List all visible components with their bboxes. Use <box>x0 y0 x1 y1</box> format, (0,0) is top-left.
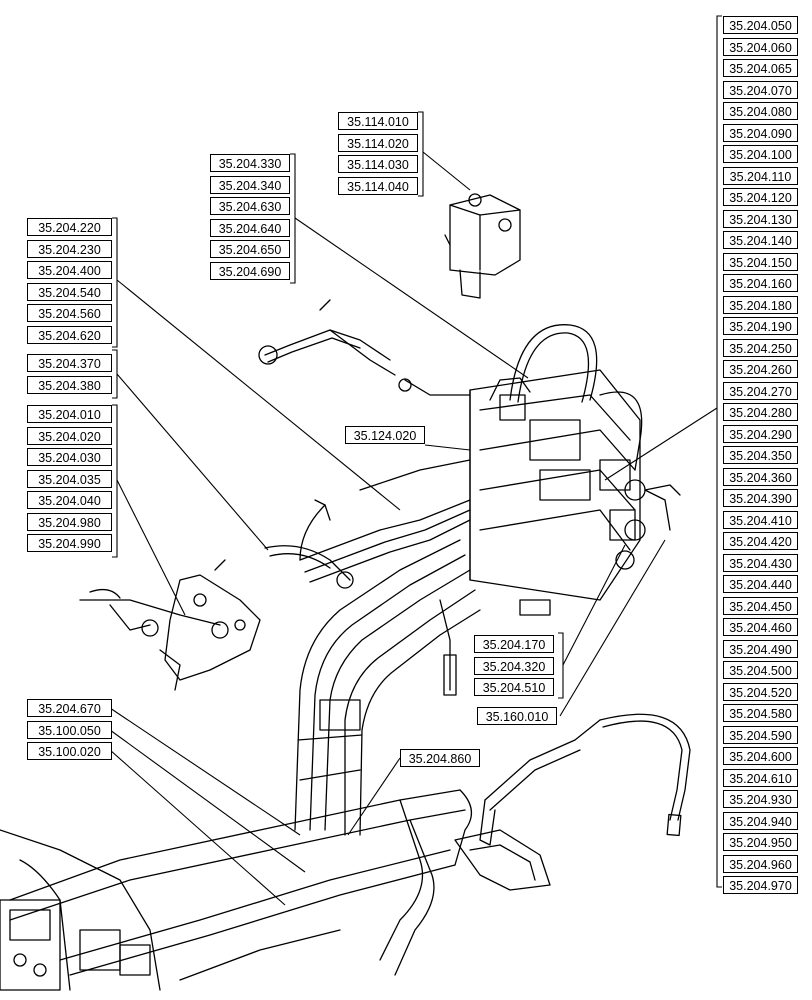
part-label-35-204-230[interactable]: 35.204.230 <box>27 239 112 258</box>
part-label-35-204-090[interactable]: 35.204.090 <box>723 123 798 142</box>
part-label-35-204-610[interactable]: 35.204.610 <box>723 768 798 787</box>
part-label-35-204-400[interactable]: 35.204.400 <box>27 261 112 279</box>
part-label-35-204-370[interactable]: 35.204.370 <box>27 354 112 372</box>
part-label-35-204-980[interactable]: 35.204.980 <box>27 512 112 531</box>
part-label-35-204-330[interactable]: 35.204.330 <box>210 154 290 172</box>
part-label-35-124-020[interactable]: 35.124.020 <box>345 426 425 444</box>
part-label-35-114-020[interactable]: 35.114.020 <box>338 133 418 152</box>
part-label-35-204-220[interactable]: 35.204.220 <box>27 218 112 236</box>
part-label-35-204-580[interactable]: 35.204.580 <box>723 704 798 722</box>
part-label-35-204-080[interactable]: 35.204.080 <box>723 102 798 120</box>
part-label-35-204-940[interactable]: 35.204.940 <box>723 811 798 830</box>
part-label-35-204-280[interactable]: 35.204.280 <box>723 403 798 421</box>
part-label-35-204-020[interactable]: 35.204.020 <box>27 426 112 445</box>
part-label-35-204-120[interactable]: 35.204.120 <box>723 188 798 206</box>
part-label-35-204-500[interactable]: 35.204.500 <box>723 661 798 679</box>
part-label-35-204-270[interactable]: 35.204.270 <box>723 381 798 400</box>
part-label-35-204-520[interactable]: 35.204.520 <box>723 682 798 701</box>
part-label-35-204-150[interactable]: 35.204.150 <box>723 252 798 271</box>
part-label-35-204-070[interactable]: 35.204.070 <box>723 80 798 99</box>
part-label-35-204-380[interactable]: 35.204.380 <box>27 375 112 394</box>
part-label-35-204-130[interactable]: 35.204.130 <box>723 209 798 228</box>
part-label-35-204-670[interactable]: 35.204.670 <box>27 699 112 717</box>
part-label-35-204-600[interactable]: 35.204.600 <box>723 747 798 765</box>
part-label-35-204-990[interactable]: 35.204.990 <box>27 534 112 552</box>
part-label-35-204-650[interactable]: 35.204.650 <box>210 240 290 258</box>
part-label-35-204-035[interactable]: 35.204.035 <box>27 469 112 488</box>
part-label-35-204-030[interactable]: 35.204.030 <box>27 448 112 466</box>
part-label-35-204-950[interactable]: 35.204.950 <box>723 833 798 851</box>
part-label-35-204-690[interactable]: 35.204.690 <box>210 261 290 280</box>
part-label-35-204-590[interactable]: 35.204.590 <box>723 725 798 744</box>
part-label-35-204-440[interactable]: 35.204.440 <box>723 575 798 593</box>
part-label-35-204-160[interactable]: 35.204.160 <box>723 274 798 292</box>
part-label-35-204-050[interactable]: 35.204.050 <box>723 16 798 34</box>
part-label-35-204-340[interactable]: 35.204.340 <box>210 175 290 194</box>
part-label-35-204-970[interactable]: 35.204.970 <box>723 876 798 894</box>
part-label-35-204-010[interactable]: 35.204.010 <box>27 405 112 423</box>
part-label-35-204-040[interactable]: 35.204.040 <box>27 491 112 509</box>
part-label-35-204-450[interactable]: 35.204.450 <box>723 596 798 615</box>
part-label-35-204-630[interactable]: 35.204.630 <box>210 197 290 215</box>
part-label-35-160-010[interactable]: 35.160.010 <box>477 707 557 725</box>
part-label-35-204-640[interactable]: 35.204.640 <box>210 218 290 237</box>
part-label-35-204-540[interactable]: 35.204.540 <box>27 282 112 301</box>
part-label-35-204-320[interactable]: 35.204.320 <box>474 656 554 675</box>
part-label-35-204-180[interactable]: 35.204.180 <box>723 295 798 314</box>
part-label-35-204-250[interactable]: 35.204.250 <box>723 338 798 357</box>
part-label-35-204-860[interactable]: 35.204.860 <box>400 749 480 767</box>
part-label-35-204-065[interactable]: 35.204.065 <box>723 59 798 77</box>
part-label-35-204-420[interactable]: 35.204.420 <box>723 532 798 550</box>
part-label-35-204-360[interactable]: 35.204.360 <box>723 467 798 486</box>
part-label-35-204-390[interactable]: 35.204.390 <box>723 489 798 507</box>
part-label-35-204-110[interactable]: 35.204.110 <box>723 166 798 185</box>
part-label-35-204-140[interactable]: 35.204.140 <box>723 231 798 249</box>
part-label-35-204-560[interactable]: 35.204.560 <box>27 304 112 322</box>
part-label-35-204-510[interactable]: 35.204.510 <box>474 678 554 696</box>
part-label-35-204-460[interactable]: 35.204.460 <box>723 618 798 636</box>
part-label-35-114-010[interactable]: 35.114.010 <box>338 112 418 130</box>
part-label-35-204-100[interactable]: 35.204.100 <box>723 145 798 163</box>
part-label-35-114-040[interactable]: 35.114.040 <box>338 176 418 195</box>
part-label-35-204-190[interactable]: 35.204.190 <box>723 317 798 335</box>
part-label-35-204-430[interactable]: 35.204.430 <box>723 553 798 572</box>
part-label-35-204-290[interactable]: 35.204.290 <box>723 424 798 443</box>
part-label-35-100-020[interactable]: 35.100.020 <box>27 742 112 760</box>
part-label-35-204-060[interactable]: 35.204.060 <box>723 37 798 56</box>
part-label-35-204-930[interactable]: 35.204.930 <box>723 790 798 808</box>
part-label-35-204-620[interactable]: 35.204.620 <box>27 325 112 344</box>
part-label-35-100-050[interactable]: 35.100.050 <box>27 720 112 739</box>
part-label-35-204-960[interactable]: 35.204.960 <box>723 854 798 873</box>
part-label-35-204-260[interactable]: 35.204.260 <box>723 360 798 378</box>
part-label-35-204-350[interactable]: 35.204.350 <box>723 446 798 464</box>
part-label-35-204-490[interactable]: 35.204.490 <box>723 639 798 658</box>
part-label-35-114-030[interactable]: 35.114.030 <box>338 155 418 173</box>
part-label-35-204-410[interactable]: 35.204.410 <box>723 510 798 529</box>
part-label-35-204-170[interactable]: 35.204.170 <box>474 635 554 653</box>
